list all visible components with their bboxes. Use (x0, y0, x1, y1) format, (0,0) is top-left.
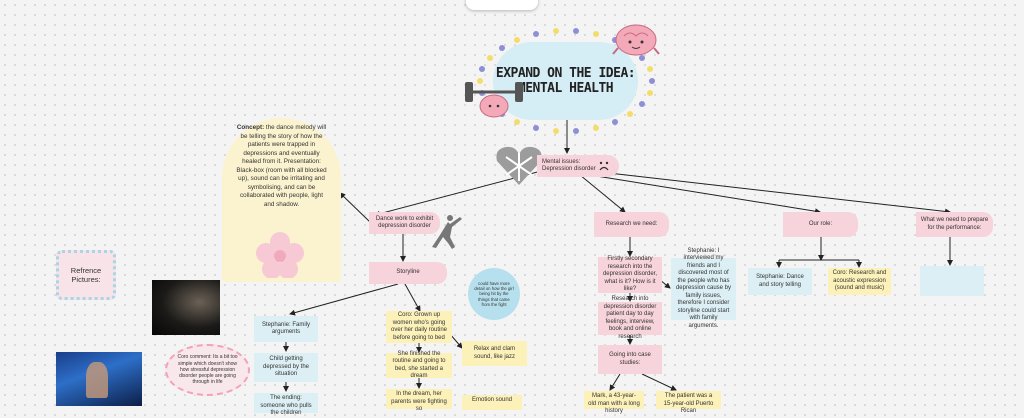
title-dot (627, 111, 634, 118)
edge-issues-to-research (579, 174, 626, 213)
mental-issues-label: Mental issues: Depression disorder (542, 158, 596, 173)
comment-bubble[interactable]: could have more detail on how the girl b… (468, 268, 520, 320)
she-finished-node[interactable]: She finished the routine and going to be… (386, 351, 452, 379)
prepare-empty-node[interactable] (920, 266, 984, 296)
title-dot (646, 66, 653, 73)
edge-storyline-to-coro (404, 283, 421, 312)
ending-node[interactable]: The ending: someone who pulls the childr… (254, 393, 318, 416)
title-dot (532, 124, 539, 131)
title-dot (573, 127, 580, 134)
in-dream-node[interactable]: In the dream, her parents were fighting … (386, 389, 452, 412)
brain-dumbbell-icon (465, 82, 523, 118)
title-line-2: MENTAL HEALTH (517, 81, 614, 96)
role-coro-node[interactable]: Coro: Research and acoustic expression (… (828, 268, 891, 295)
top-toolbar[interactable] (466, 0, 538, 10)
child-depressed-node[interactable]: Child getting depressed by the situation (254, 353, 318, 382)
title-dot (498, 44, 505, 51)
title-dot (611, 119, 618, 126)
dance-work-node[interactable]: Dance work to exhibit depression disorde… (369, 212, 440, 234)
sad-face-icon (599, 161, 609, 171)
stephanie-interview-node[interactable]: Stephanie: I interviewed my friends and … (671, 248, 736, 329)
title-dot (646, 89, 653, 96)
coro-comment-note[interactable]: Coro comment: Its a bit too simple which… (165, 344, 250, 396)
title-dot (649, 78, 655, 84)
edge-issues-to-prepare (599, 171, 951, 215)
prepare-node[interactable]: What we need to prepare for the performa… (916, 212, 993, 237)
concept-text: the dance melody will be telling the sto… (236, 124, 327, 208)
case-patient-node[interactable]: The patient was a 15-year-old Puerto Ric… (656, 391, 721, 414)
title-dot (477, 78, 483, 84)
flower-icon (256, 232, 304, 278)
title-dot (573, 28, 580, 35)
title-dot (532, 31, 539, 38)
case-studies-node[interactable]: Going into case studies: (598, 345, 662, 374)
title-line-1: EXPAND ON THE IDEA: (495, 66, 636, 81)
edge-case-to-mark (609, 373, 621, 391)
title-dot (593, 124, 600, 131)
edge-case-to-patient (641, 373, 677, 391)
reference-image-dance[interactable] (56, 352, 142, 406)
reference-image-stage[interactable] (152, 280, 220, 335)
dancer-silhouette-icon (432, 215, 462, 249)
reference-pictures-label: Refrence Pictures: (56, 250, 116, 300)
edge-storyline-to-stephanie (289, 283, 399, 316)
concept-label: Concept: (236, 124, 265, 131)
title-dot (514, 36, 521, 43)
edge-issues-to-role (589, 174, 821, 215)
storyline-node[interactable]: Storyline (369, 262, 447, 284)
emotion-sound-node[interactable]: Emotion sound (462, 395, 522, 410)
relax-sound-node[interactable]: Relax and clam sound, like jazz (462, 341, 527, 366)
secondary-research-node[interactable]: Firstly secondary research into the depr… (598, 256, 662, 293)
title-dot (479, 66, 486, 73)
title-dot (593, 31, 600, 38)
coro-routine-node[interactable]: Coro: Grown up women who's going over he… (386, 311, 452, 343)
stephanie-family-node[interactable]: Stephanie: Family arguments (254, 316, 318, 342)
concept-note[interactable]: Concept: the dance melody will be tellin… (222, 118, 341, 282)
title-dot (552, 28, 559, 35)
mental-issues-node[interactable]: Mental issues: Depression disorder (537, 155, 619, 177)
case-mark-node[interactable]: Mark, a 43-year-old man with a long hist… (584, 391, 644, 414)
our-role-node[interactable]: Our role: (783, 212, 858, 237)
title-cloud[interactable]: EXPAND ON THE IDEA: MENTAL HEALTH (493, 42, 638, 120)
dancer-figure (86, 362, 108, 398)
title-dot (552, 127, 559, 134)
research-needed-node[interactable]: Research we need: (594, 212, 669, 237)
edge-dance-to-concept (339, 192, 371, 223)
depression-research-node[interactable]: Research into depression disorder patien… (598, 296, 662, 340)
title-dot (639, 54, 646, 61)
title-dot (514, 119, 521, 126)
role-stephanie-node[interactable]: Stephanie: Dance and story telling (748, 268, 812, 295)
broken-heart-icon (496, 146, 542, 185)
brain-sticker-icon (612, 24, 660, 56)
title-dot (639, 101, 646, 108)
title-dot (611, 36, 618, 43)
title-dot (486, 54, 493, 61)
